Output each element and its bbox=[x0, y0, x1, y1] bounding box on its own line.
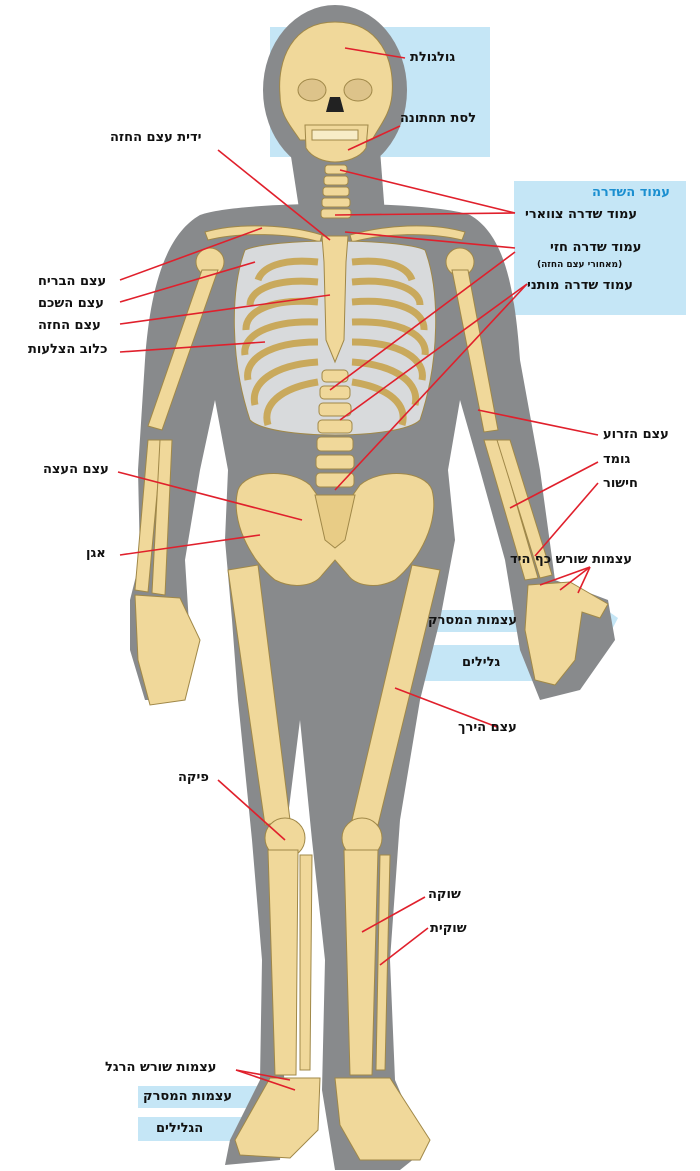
label-thoracic-note: (מאחורי עצם החזה) bbox=[537, 260, 623, 270]
humerus-left bbox=[147, 269, 219, 431]
label-patella: פיקה bbox=[178, 770, 209, 785]
foot-right bbox=[334, 1077, 431, 1161]
leader-lines bbox=[117, 47, 599, 1091]
humerus-right bbox=[451, 269, 499, 433]
label-thoracic: עמוד שדרה חזי bbox=[550, 240, 642, 255]
label-tibia: שוקה bbox=[428, 887, 461, 902]
label-ulna: גומד bbox=[603, 452, 631, 467]
femur-right bbox=[351, 564, 441, 826]
nasal-cavity bbox=[326, 97, 344, 112]
label-tarsals: עצמות שורש הרגל bbox=[105, 1060, 217, 1075]
label-pelvis: אגן bbox=[86, 546, 106, 561]
label-carpals: עצמות שורש כף היד bbox=[510, 552, 633, 567]
label-cervical: עמוד שדרה צווארי bbox=[525, 207, 638, 222]
label-radius: חישור bbox=[603, 476, 638, 491]
label-metacarpals: עצמות המסרק bbox=[428, 613, 517, 628]
cervical-vertebrae bbox=[320, 164, 352, 219]
label-humerus: עצם הזרוע bbox=[603, 427, 669, 442]
tibia-left bbox=[267, 849, 299, 1076]
sternum-bone bbox=[321, 235, 349, 364]
forearm-right bbox=[483, 439, 539, 581]
teeth bbox=[311, 129, 359, 141]
label-fibula: שוקית bbox=[430, 921, 467, 936]
label-ribcage: כלוב הצלעות bbox=[28, 342, 108, 357]
clavicle-right bbox=[349, 225, 466, 243]
label-manubrium: ידית עצם החזה bbox=[110, 130, 202, 145]
tibia-right bbox=[343, 849, 379, 1076]
foot-left bbox=[234, 1077, 321, 1159]
label-lumbar: עמוד שדרה מותני bbox=[527, 278, 633, 293]
label-metatarsals: עצמות המסרק bbox=[143, 1089, 232, 1104]
label-clavicle: עצם הבריח bbox=[38, 274, 107, 289]
orbit-left bbox=[297, 78, 327, 102]
label-scapula: עצם השכם bbox=[38, 296, 104, 311]
forearm-left bbox=[134, 439, 163, 593]
skull-bone bbox=[279, 21, 393, 141]
sacrum-bone bbox=[314, 494, 356, 549]
label-phalanges-hand: גלילים bbox=[462, 655, 501, 670]
label-sacrum: עצם העצה bbox=[43, 462, 109, 477]
thoracic-lumbar-vertebrae bbox=[315, 369, 355, 488]
spine-highlight bbox=[514, 181, 686, 315]
label-sternum: עצם החזה bbox=[38, 318, 101, 333]
label-femur: עצם הירך bbox=[458, 720, 517, 735]
hand-left bbox=[134, 594, 201, 706]
label-phalanges-foot: הגלילים bbox=[156, 1121, 204, 1136]
orbit-right bbox=[343, 78, 373, 102]
hand-right bbox=[524, 581, 609, 686]
label-spine-title: עמוד השדרה bbox=[592, 185, 670, 200]
label-mandible: לסת תחתונה bbox=[400, 111, 477, 126]
foot-phalanx-box bbox=[138, 1117, 248, 1141]
label-skull: גולגולת bbox=[410, 50, 456, 65]
bones bbox=[134, 21, 609, 1161]
